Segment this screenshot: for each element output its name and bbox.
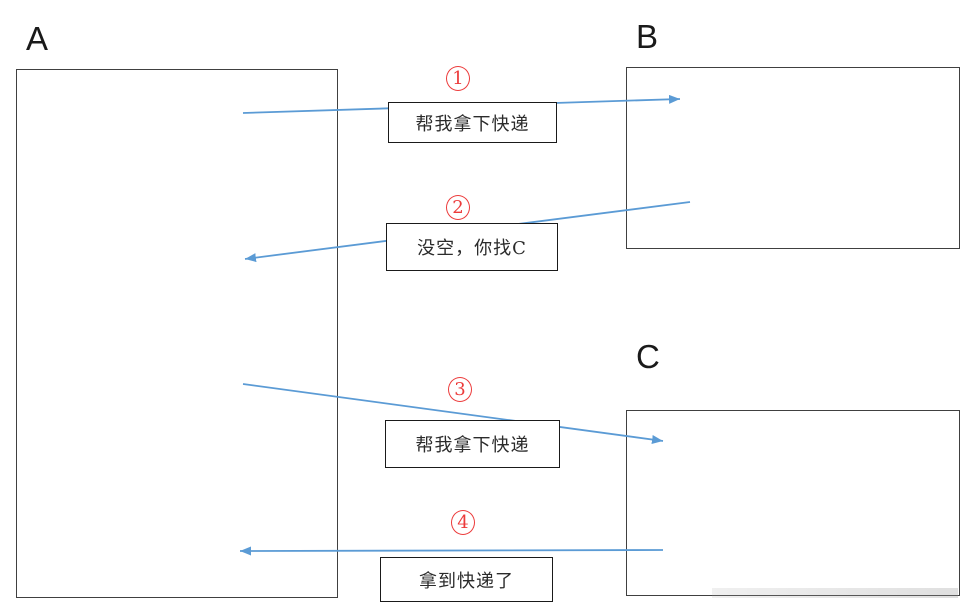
node-label-a: A: [26, 20, 49, 57]
message-text-2: 没空，你找C: [417, 238, 527, 259]
message-text-3: 帮我拿下快递: [415, 435, 530, 456]
message-box-4: 拿到快递了: [380, 557, 553, 602]
message-box-1: 帮我拿下快递: [388, 102, 557, 143]
step-number-2: 2: [446, 195, 470, 220]
step-number-1: 1: [446, 66, 470, 91]
message-box-2: 没空，你找C: [386, 223, 558, 271]
message-box-3: 帮我拿下快递: [385, 420, 560, 468]
message-text-1: 帮我拿下快递: [415, 113, 530, 135]
step-number-3: 3: [448, 377, 472, 402]
node-label-c: C: [636, 338, 660, 375]
node-box-a: [16, 69, 338, 598]
node-box-b: [626, 67, 960, 249]
node-box-c: [626, 410, 960, 596]
node-label-b: B: [636, 18, 659, 55]
message-text-4: 拿到快递了: [419, 570, 514, 592]
step-number-4: 4: [451, 510, 475, 535]
